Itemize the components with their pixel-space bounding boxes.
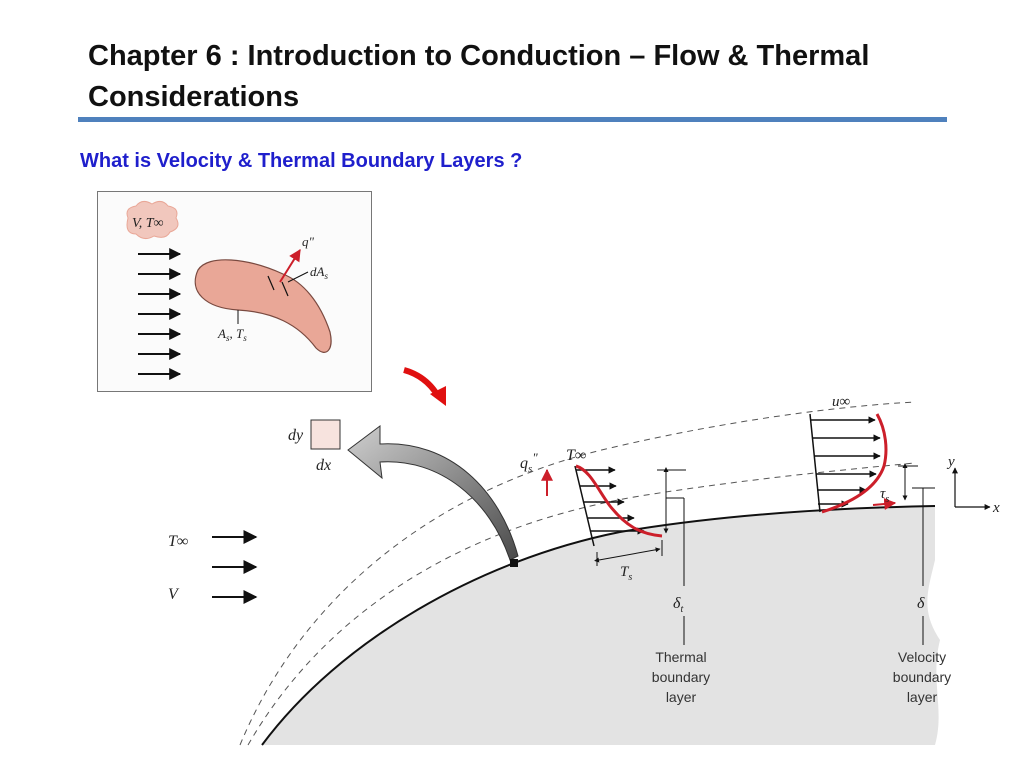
thermal-layer-label-3: layer [666,689,697,705]
dA-mark-1 [267,275,275,291]
velocity-layer-label-1: Velocity [898,649,946,665]
velocity-profile [809,413,888,514]
heat-flux-label: qs" [520,450,538,475]
inflow-velocity-label: V [168,586,180,603]
title-line-1: Chapter 6 : Introduction to Conduction –… [88,40,870,72]
ts-dimension [594,547,661,563]
inset-heat-flux-arrow [279,248,301,283]
freestream-cloud [126,200,179,240]
velocity-layer-label-2: boundary [893,669,951,685]
dA-mark-2 [281,281,289,297]
velocity-layer-edge [239,401,916,746]
thermal-profile [574,464,663,547]
element-dy-label: dy [288,427,304,444]
y-axis-label: y [946,454,955,470]
dA-leader [287,271,309,283]
slide-subtitle: What is Velocity & Thermal Boundary Laye… [80,150,523,172]
inset-drawing: V, T∞ q" dAs As, Ts [126,200,332,380]
differential-element [310,419,341,450]
inset-heat-flux-label: q" [302,234,315,249]
velocity-freestream-label: u∞ [832,394,851,410]
shear-stress-arrow [872,498,897,510]
zoom-arrow [347,425,519,561]
inset-freestream-label: V, T∞ [132,216,164,231]
x-axis-label: x [992,500,1000,516]
surface-point [510,559,518,567]
slide-title: Chapter 6 : Introduction to Conduction –… [88,36,948,118]
delta-t-label: δt [673,595,683,615]
surface-body [262,506,940,745]
shear-stress-label: τs [880,486,889,505]
inset-flow-arrows [138,248,182,380]
inset-figure: V, T∞ q" dAs As, Ts [97,191,372,392]
thermal-layer-label-1: Thermal [655,649,706,665]
title-line-2: Considerations [88,81,300,113]
title-divider [78,117,947,122]
thermal-layer-edge [247,462,916,746]
velocity-layer-label-3: layer [907,689,938,705]
inset-body-shape [194,259,332,353]
delta-label: δ [917,595,925,612]
inset-area-element-label: dAs [310,264,328,281]
thermal-freestream-label: T∞ [566,447,586,464]
red-pointer-arrowhead [430,386,446,406]
red-pointer-arrow [403,367,441,398]
surface-temp-label: Ts [620,564,632,583]
inflow-temp-label: T∞ [168,533,188,550]
element-dx-label: dx [316,457,331,474]
inset-surface-label: As, Ts [217,326,247,343]
thermal-layer-label-2: boundary [652,669,710,685]
